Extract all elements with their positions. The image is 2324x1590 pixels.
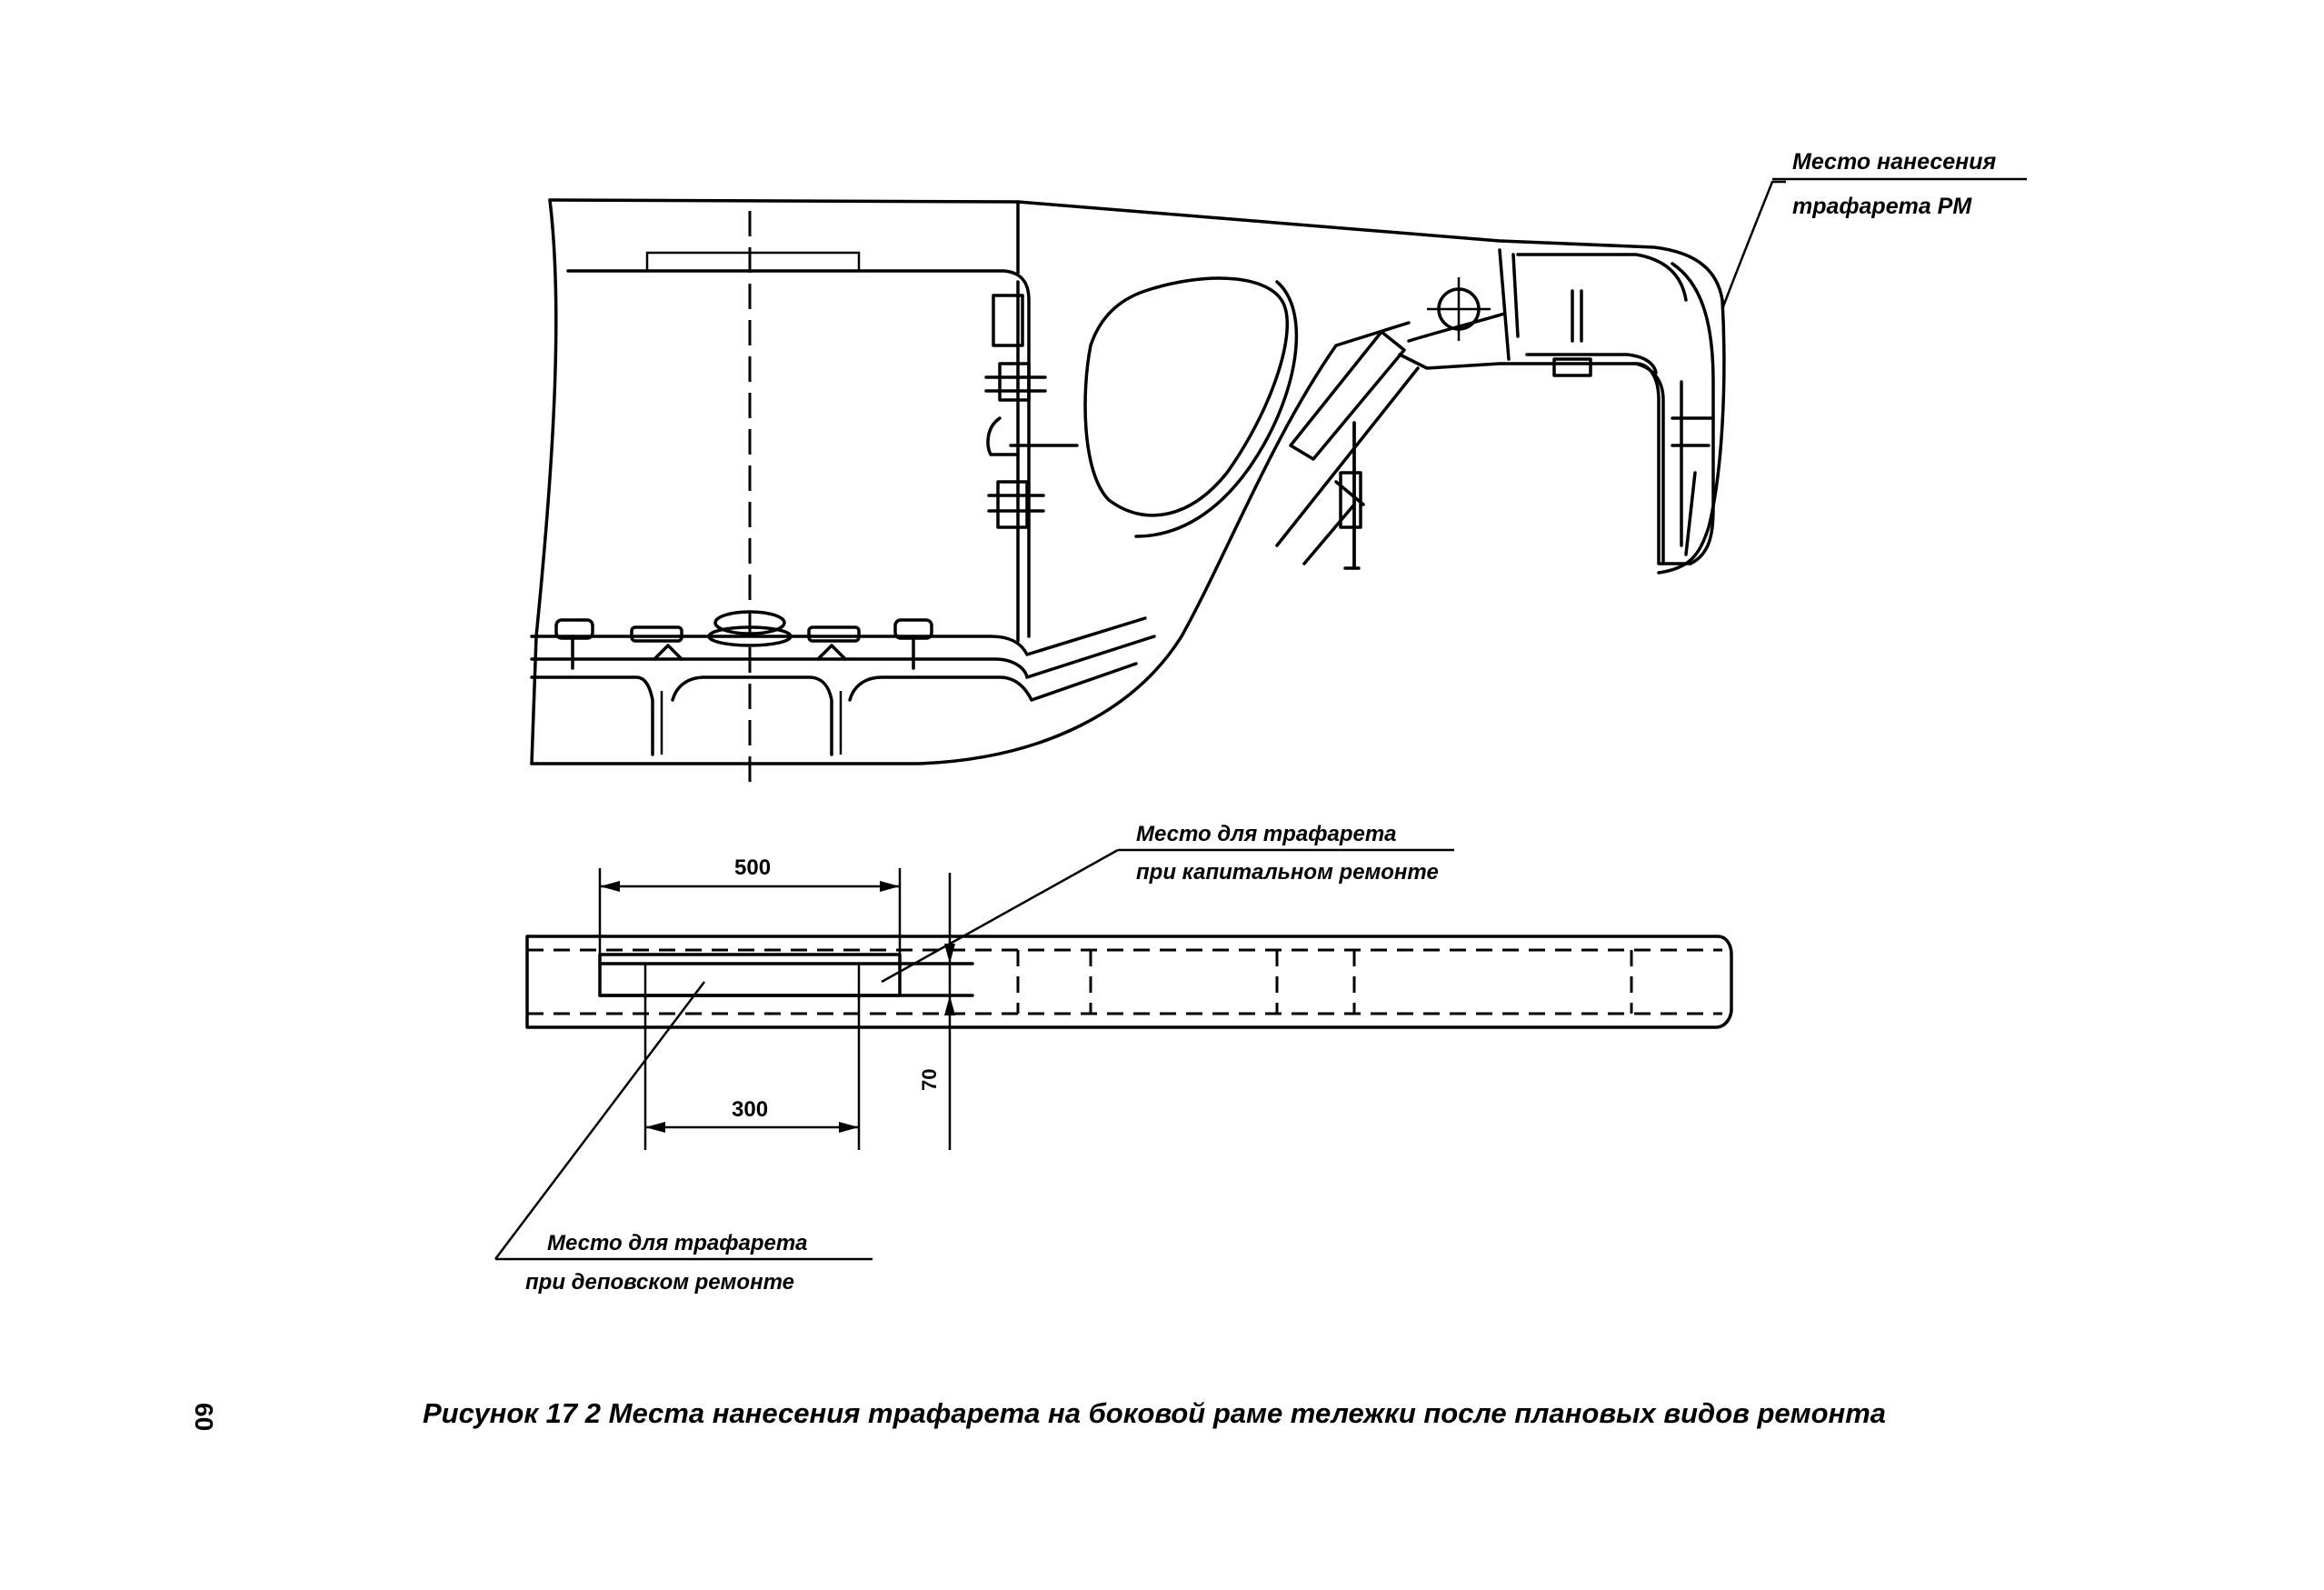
- depot-label-line2: при деповском ремонте: [525, 1270, 794, 1295]
- frame-bottom-edge: [530, 321, 1411, 765]
- side-frame-view: [530, 198, 1726, 782]
- strip-outline: [525, 935, 1733, 1029]
- frame-left-edge: [530, 198, 558, 765]
- dimension-300: [643, 995, 861, 1150]
- capital-label-line1: Место для трафарета: [1136, 822, 1397, 846]
- capital-label-line2: при капитальном ремонте: [1136, 860, 1439, 885]
- dimension-500: [598, 868, 902, 955]
- frame-window: [1083, 276, 1289, 517]
- dimension-500-label: 500: [734, 855, 771, 880]
- frame-top-edge: [548, 198, 1724, 302]
- dimension-70: [944, 873, 955, 1150]
- bottom-bolts: [554, 610, 933, 670]
- depot-leader: [494, 981, 873, 1261]
- rm-label-line1: Место нанесения: [1792, 149, 1997, 175]
- stencil-strip: [525, 935, 1733, 1029]
- rm-leader: [1721, 177, 2027, 310]
- page-number: 60: [190, 1403, 218, 1431]
- depot-label-line1: Место для трафарета: [547, 1231, 808, 1255]
- figure-caption: Рисунок 17 2 Места нанесения трафарета н…: [423, 1397, 1886, 1429]
- capital-leader: [881, 848, 1454, 984]
- dimension-70-label: 70: [918, 1069, 941, 1091]
- box-opening: [566, 269, 1031, 638]
- rm-label-line2: трафарета РМ: [1792, 194, 1972, 219]
- dimension-300-label: 300: [732, 1097, 768, 1122]
